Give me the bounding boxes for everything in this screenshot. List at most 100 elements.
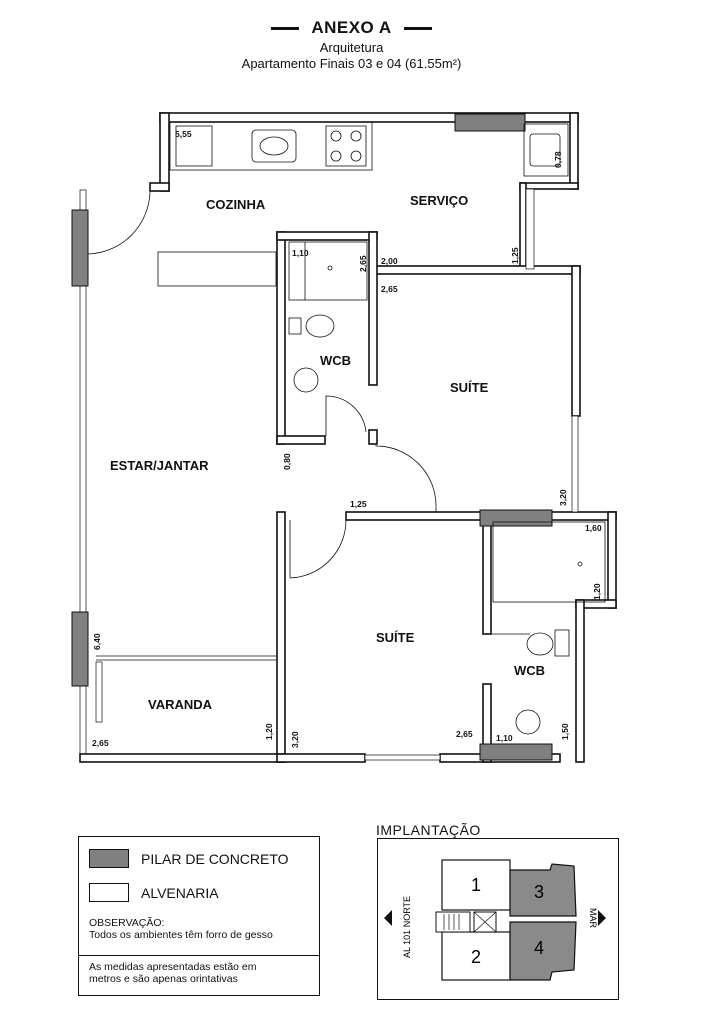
unit-label-2: 2: [471, 947, 481, 967]
observation-text: Todos os ambientes têm forro de gesso: [89, 929, 273, 941]
burner-icon: [350, 130, 362, 142]
pillar-bottom: [479, 743, 553, 761]
legend-swatch-pilar: [89, 849, 129, 868]
dim-125b: 1,25: [350, 499, 367, 509]
legend-label-alvenaria: ALVENARIA: [141, 884, 219, 901]
doors: [87, 190, 530, 635]
window-suite-bottom: [364, 754, 441, 761]
page-subtitle-apartment: Apartamento Finais 03 e 04 (61.55m²): [241, 56, 462, 71]
laundry-tank: [523, 123, 569, 177]
dim-125a: 1,25: [510, 247, 520, 264]
wall-kitchen-left: [159, 112, 170, 192]
shower-drain-icon: [577, 561, 583, 567]
burner-icon: [330, 130, 342, 142]
room-label-wcb-top: WCB: [320, 353, 351, 368]
unit-1-block: [441, 859, 511, 911]
washbasin-icon: [515, 709, 541, 735]
room-label-estar-jantar: ESTAR/JANTAR: [110, 458, 209, 473]
dim-110b: 1,10: [496, 733, 513, 743]
unit-label-4: 4: [534, 938, 544, 958]
dim-080: 0,80: [282, 453, 292, 470]
title-row: ANEXO A: [0, 18, 703, 38]
dim-110a: 1,10: [292, 248, 309, 258]
wall-service-inner: [519, 182, 527, 270]
room-label-suite-top: SUÍTE: [450, 380, 489, 395]
dim-265c: 2,65: [456, 729, 473, 739]
fridge: [175, 125, 213, 167]
implantacao-box: [377, 838, 619, 1000]
wall-wcb2-left-upper: [482, 519, 492, 635]
burner-icon: [350, 150, 362, 162]
door-wcb-top: [325, 395, 367, 436]
wall-kitchen-stub: [149, 182, 170, 192]
pillar-left-upper: [71, 209, 89, 287]
wall-bottom-left: [79, 753, 286, 763]
stair-core: [435, 911, 471, 933]
wall-wcb-top: [276, 231, 378, 241]
implantacao-diagram: 1 2 3 4 AL 101 NORTE MAR: [384, 859, 606, 981]
dim-320b: 3,20: [290, 731, 300, 748]
wall-wcb-bottom: [276, 435, 326, 445]
legend-row-pilar: PILAR DE CONCRETO: [89, 849, 289, 868]
dim-150: 1,50: [560, 723, 570, 740]
observation-title: OBSERVAÇÃO:: [89, 917, 165, 929]
room-label-cozinha: COZINHA: [206, 197, 266, 212]
kitchen-bench: [157, 251, 277, 287]
note-line-1: As medidas apresentadas estão em: [89, 961, 257, 973]
unit-2-block: [441, 931, 511, 981]
kitchen-sink-icon: [251, 129, 297, 163]
wall-wcb-right: [368, 231, 378, 386]
wall-wcb-bottom-right: [368, 429, 378, 445]
wall-service-right: [569, 112, 579, 190]
implantacao-title: IMPLANTAÇÃO: [376, 822, 481, 838]
toilet-tank: [288, 317, 302, 335]
kitchen-sink-basin: [259, 136, 289, 156]
shower-drain-icon: [327, 265, 333, 271]
page-header: ANEXO A Arquitetura Apartamento Finais 0…: [0, 18, 703, 71]
page-title: ANEXO A: [311, 18, 392, 37]
room-label-varanda: VARANDA: [148, 697, 213, 712]
dim-265a: 2,65: [358, 255, 368, 272]
dim-120a: 1,20: [592, 583, 602, 600]
wall-suite-right: [571, 265, 581, 417]
wall-suite-bottom-left: [276, 511, 286, 763]
page-subtitle: Arquitetura: [319, 40, 384, 55]
walls: [79, 112, 617, 763]
dim-320a: 3,20: [558, 489, 568, 506]
dim-200: 2,00: [381, 256, 398, 266]
elevator-cross: [473, 911, 497, 933]
title-dash-left: [271, 26, 300, 30]
wall-service-bottom: [519, 182, 579, 190]
dim-555: 5,55: [175, 129, 192, 139]
laundry-tank-basin: [529, 133, 561, 167]
cooktop: [325, 125, 367, 167]
dim-265d: 2,65: [92, 738, 109, 748]
kitchen-fixtures: [157, 121, 569, 287]
toilet-tank: [554, 629, 570, 657]
pillar-left-lower: [71, 611, 89, 687]
burner-icon: [330, 150, 342, 162]
wall-bottom-mid: [276, 753, 366, 763]
label-mar: MAR: [588, 908, 598, 929]
window-suite-right: [571, 415, 579, 513]
toilet-icon: [526, 632, 554, 656]
wall-wcb2-right-lower: [575, 599, 585, 763]
door-suite-top-arc: [375, 444, 437, 507]
room-label-suite-bottom: SUÍTE: [376, 630, 415, 645]
legend-observation: OBSERVAÇÃO: Todos os ambientes têm forro…: [89, 917, 273, 941]
wall-wcb2-left-lower: [482, 683, 492, 763]
arrow-right-icon: [598, 910, 606, 926]
title-dash-right: [403, 26, 432, 30]
room-label-servico: SERVIÇO: [410, 193, 468, 208]
legend-divider: [79, 955, 319, 956]
door-suite-bottom-arc: [289, 519, 347, 579]
note-line-2: metros e são apenas orintativas: [89, 973, 238, 985]
legend-note: As medidas apresentadas estão em metros …: [89, 961, 257, 985]
service-window: [525, 188, 535, 270]
shower-area-2: [492, 521, 606, 603]
dim-640: 6,40: [92, 633, 102, 650]
varanda-glazing: [95, 661, 103, 723]
toilet-icon: [305, 314, 335, 338]
unit-4-block: [509, 921, 577, 981]
